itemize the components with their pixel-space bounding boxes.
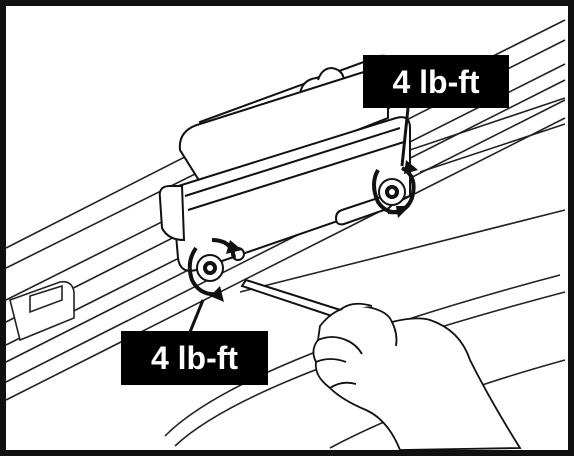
lower-bolt — [187, 238, 242, 302]
hand — [312, 302, 522, 451]
torque-label-bottom: 4 lb-ft — [121, 331, 268, 385]
torque-label-top: 4 lb-ft — [363, 55, 509, 108]
upper-bolt — [372, 160, 418, 218]
rail-end-cap — [9, 280, 75, 342]
leader-lines — [188, 107, 410, 333]
